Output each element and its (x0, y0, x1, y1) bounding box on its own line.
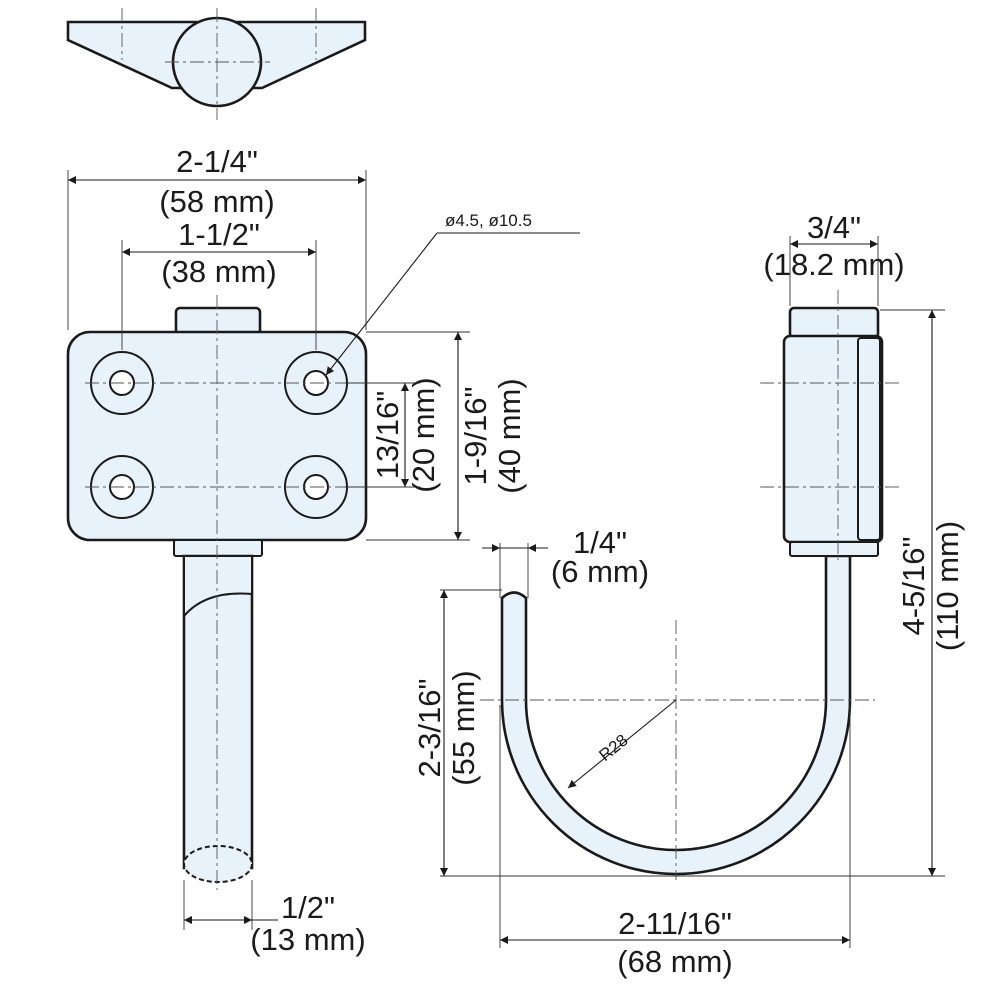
front-view-collar (173, 539, 263, 557)
dim-base-height-imperial: 1-9/16" (458, 387, 493, 486)
dim-hook-depth-imperial: 2-3/16" (412, 679, 447, 778)
dim-hole-spacing-h: 1-1/2" (38 mm) (122, 217, 316, 289)
mount-collar (789, 541, 879, 557)
dim-rod-dia: 1/2" (13 mm) (184, 890, 366, 957)
dim-overall-height-imperial: 4-5/16" (896, 537, 931, 636)
dim-hook-width-metric: (68 mm) (617, 944, 732, 979)
dim-bend-radius-label: R28 (595, 731, 631, 765)
dim-hole-spacing-v-metric: (20 mm) (406, 377, 441, 492)
dim-mount-width-metric: (18.2 mm) (763, 247, 904, 282)
dim-overall-height-metric: (110 mm) (930, 521, 965, 651)
dim-overall-width-metric: (58 mm) (159, 184, 274, 219)
dim-hole-spacing-v-imperial: 13/16" (370, 391, 405, 480)
hole-callout-text: ø4.5, ø10.5 (445, 211, 532, 230)
front-view (66, 295, 368, 890)
dim-bend-radius: R28 (567, 699, 677, 789)
dim-tip-width-metric: (6 mm) (551, 554, 649, 589)
dim-tip-width: 1/4" (6 mm) (482, 525, 649, 589)
mount-cap (788, 306, 880, 340)
hook-body (500, 554, 852, 876)
side-view (480, 290, 900, 880)
dim-base-height-metric: (40 mm) (492, 378, 527, 493)
dim-hook-depth-metric: (55 mm) (446, 670, 481, 785)
dim-overall-height: 4-5/16" (110 mm) (896, 310, 965, 876)
top-view (66, 8, 367, 120)
dim-hole-spacing-h-metric: (38 mm) (161, 254, 276, 289)
front-view-rod-tip (183, 845, 253, 883)
hole-callout: ø4.5, ø10.5 (325, 211, 580, 376)
side-view-extension-lines (440, 236, 945, 948)
mount-plate (857, 337, 881, 541)
dim-rod-dia-metric: (13 mm) (250, 922, 365, 957)
dim-hook-width-imperial: 2-11/16" (618, 906, 732, 941)
dim-hook-depth: 2-3/16" (55 mm) (412, 590, 481, 876)
dim-overall-width: 2-1/4" (58 mm) (68, 144, 366, 219)
dim-hole-spacing-v: 13/16" (20 mm) (370, 377, 441, 492)
dim-tip-width-imperial: 1/4" (573, 525, 627, 560)
front-view-extension-lines (67, 170, 470, 930)
dim-base-height: 1-9/16" (40 mm) (454, 332, 527, 540)
front-view-rod-end (183, 555, 253, 619)
dim-mount-width-imperial: 3/4" (807, 210, 861, 245)
dim-hole-spacing-h-imperial: 1-1/2" (178, 217, 260, 252)
dim-hook-width: 2-11/16" (68 mm) (500, 906, 850, 979)
dim-rod-dia-imperial: 1/2" (281, 890, 335, 925)
dim-mount-width: 3/4" (18.2 mm) (763, 210, 904, 282)
dim-overall-width-imperial: 2-1/4" (176, 144, 258, 179)
